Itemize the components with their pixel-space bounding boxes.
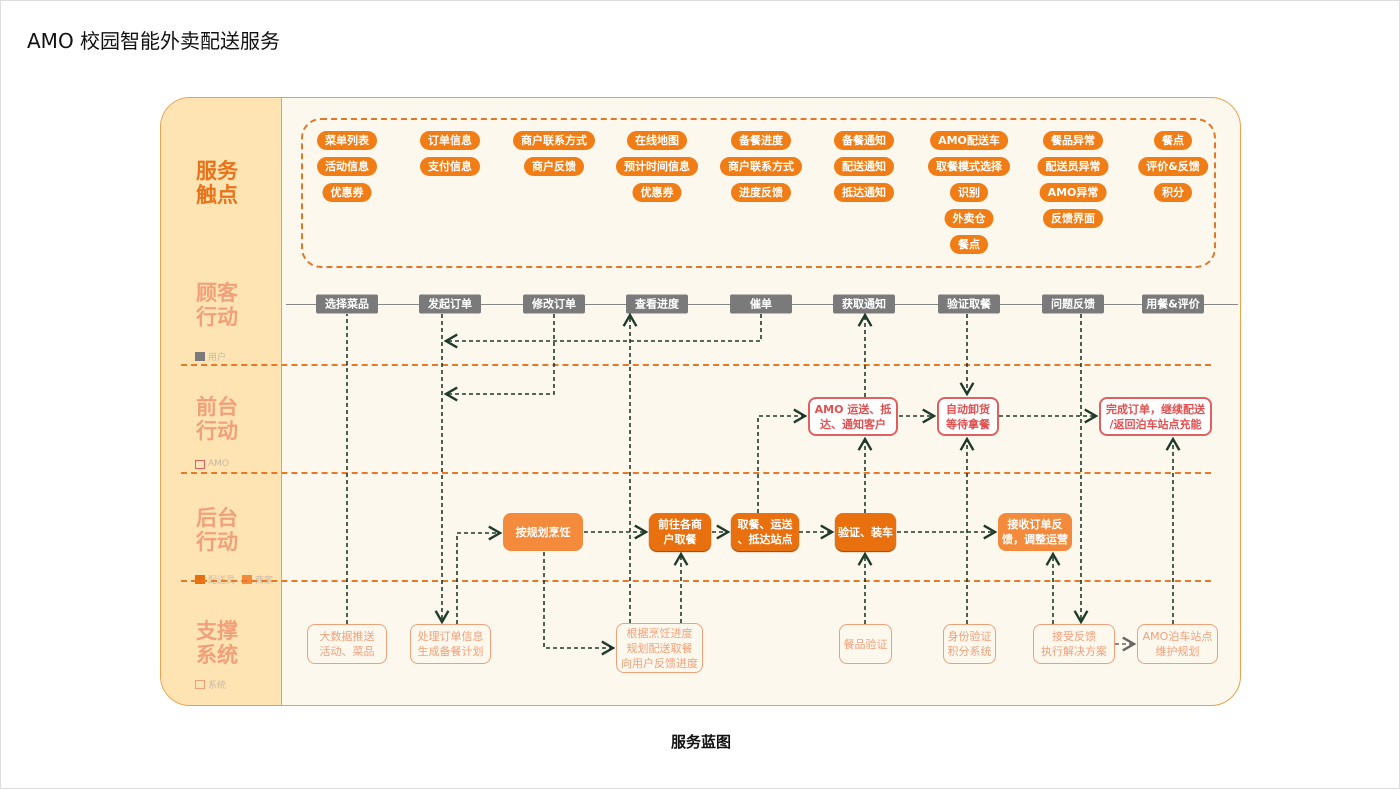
legend-user: 用户 xyxy=(195,350,226,363)
front-amo-deliver: AMO 运送、抵 达、通知客户 xyxy=(808,397,898,436)
customer-action: 验证取餐 xyxy=(938,294,1000,314)
back-cook: 按规划烹饪 xyxy=(503,513,583,551)
line-of-interaction xyxy=(181,364,1211,366)
front-unload: 自动卸货 等待拿餐 xyxy=(937,397,999,436)
customer-action: 问题反馈 xyxy=(1042,294,1104,314)
lane-touchpoints: 服务 触点 xyxy=(196,159,238,207)
customer-action: 用餐&评价 xyxy=(1142,294,1204,314)
touchpoint-pill: 配送员异常 xyxy=(1037,157,1109,176)
customer-action: 获取通知 xyxy=(833,294,895,314)
back-pickup: 取餐、运送 、抵达站点 xyxy=(731,513,799,551)
support-bigdata: 大数据推送 活动、菜品 xyxy=(307,624,387,664)
flow-arrow xyxy=(757,408,808,513)
line-of-internal-interaction xyxy=(181,580,1211,582)
lane-front: 前台 行动 xyxy=(196,395,238,443)
back-load: 验证、装车 xyxy=(835,513,896,551)
touchpoint-pill: 优惠券 xyxy=(322,183,372,202)
flow-arrow xyxy=(443,314,555,402)
front-complete: 完成订单，继续配送 /返回泊车站点充能 xyxy=(1099,397,1212,436)
touchpoint-pill: 备餐进度 xyxy=(731,131,791,150)
legend-amo: AMO xyxy=(195,459,229,469)
touchpoint-pill: 支付信息 xyxy=(420,157,480,176)
touchpoint-pill: 商户反馈 xyxy=(524,157,584,176)
touchpoint-pill: 进度反馈 xyxy=(731,183,791,202)
customer-action: 修改订单 xyxy=(523,294,585,314)
touchpoint-pill: 反馈界面 xyxy=(1043,209,1103,228)
legend-system: 系统 xyxy=(195,678,226,691)
legend-label: AMO xyxy=(208,459,230,469)
touchpoint-pill: 预计时间信息 xyxy=(616,157,698,176)
support-station: AMO泊车站点 维护规划 xyxy=(1137,624,1218,664)
touchpoint-pill: AMO配送车 xyxy=(930,131,1008,150)
touchpoint-pill: AMO异常 xyxy=(1039,183,1107,202)
touchpoint-pill: 商户联系方式 xyxy=(513,131,595,150)
customer-action: 查看进度 xyxy=(626,294,688,314)
support-plan: 根据烹饪进度 规划配送取餐 向用户反馈进度 xyxy=(616,623,703,673)
touchpoint-pill: 在线地图 xyxy=(627,131,687,150)
flow-arrow xyxy=(456,525,503,624)
touchpoints-area xyxy=(301,118,1216,268)
touchpoint-pill: 菜单列表 xyxy=(317,131,377,150)
line-of-visibility xyxy=(181,472,1211,474)
lane-customer: 顾客 行动 xyxy=(196,281,238,329)
touchpoint-pill: 活动信息 xyxy=(317,157,377,176)
support-accept: 接受反馈 执行解决方案 xyxy=(1033,624,1115,664)
back-goto-merchant: 前往各商 户取餐 xyxy=(649,513,711,551)
touchpoint-pill: 餐品异常 xyxy=(1043,131,1103,150)
touchpoint-pill: 识别 xyxy=(950,183,988,202)
customer-action: 发起订单 xyxy=(419,294,481,314)
touchpoint-pill: 备餐通知 xyxy=(834,131,894,150)
legend-label: 用户 xyxy=(208,353,227,363)
support-verify: 餐品验证 xyxy=(839,624,892,664)
support-identity: 身份验证 积分系统 xyxy=(943,624,996,664)
touchpoint-pill: 积分 xyxy=(1154,183,1192,202)
touchpoint-pill: 餐点 xyxy=(950,235,988,254)
touchpoint-pill: 订单信息 xyxy=(420,131,480,150)
touchpoint-pill: 抵达通知 xyxy=(834,183,894,202)
lane-label-column xyxy=(161,98,282,705)
touchpoint-pill: 评价&反馈 xyxy=(1138,157,1208,176)
lane-back: 后台 行动 xyxy=(196,506,238,554)
touchpoint-pill: 优惠券 xyxy=(632,183,682,202)
touchpoint-pill: 商户联系方式 xyxy=(720,157,802,176)
back-feedback: 接收订单反 馈，调整运营 xyxy=(998,513,1072,551)
customer-action: 催单 xyxy=(730,294,792,314)
legend-label: 系统 xyxy=(208,681,227,691)
touchpoint-pill: 外卖仓 xyxy=(944,209,994,228)
touchpoint-pill: 配送通知 xyxy=(834,157,894,176)
lane-support: 支撑 系统 xyxy=(196,619,238,667)
flow-arrow xyxy=(443,314,762,349)
diagram-caption: 服务蓝图 xyxy=(670,733,731,751)
customer-action: 选择菜品 xyxy=(316,294,378,314)
support-process: 处理订单信息 生成备餐计划 xyxy=(410,624,491,664)
page-title: AMO 校园智能外卖配送服务 xyxy=(27,29,281,53)
touchpoint-pill: 餐点 xyxy=(1154,131,1192,150)
flow-arrow xyxy=(543,552,616,656)
touchpoint-pill: 取餐模式选择 xyxy=(928,157,1010,176)
